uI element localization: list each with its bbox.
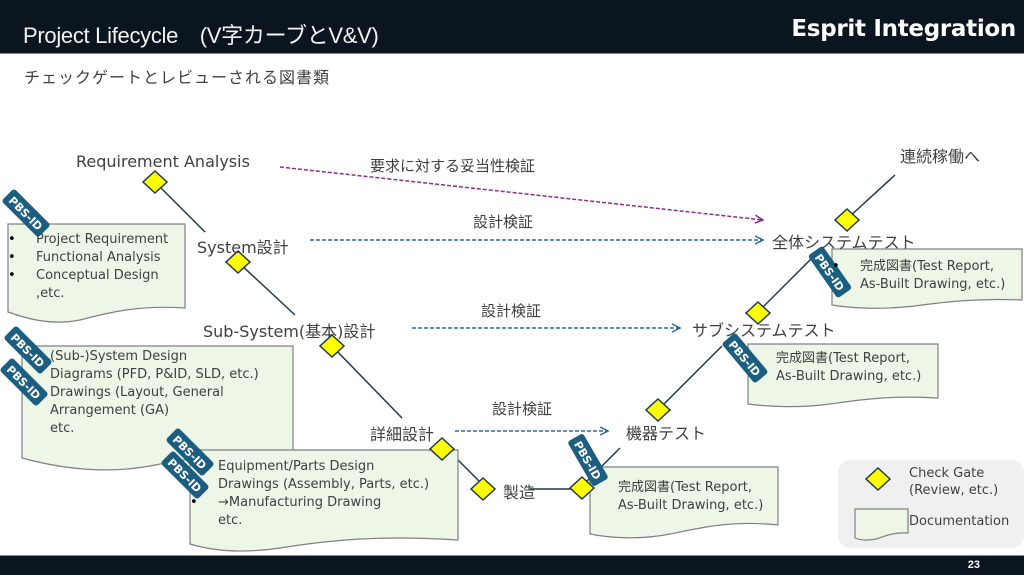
doc-item: As-Built Drawing, etc.) [860, 277, 1006, 292]
stage-manufacturing: 製造 [503, 483, 536, 502]
v-line-subsys-to-system [759, 253, 817, 311]
legend-icons [854, 466, 909, 541]
validation-arrow [279, 166, 763, 220]
brand-logo-text: Esprit Integration [791, 16, 1016, 42]
v-line-system-to-subsystem [237, 261, 296, 316]
page-subtitle: チェックゲートとレビューされる図書類 [24, 68, 331, 87]
v-line-req-to-system [154, 181, 206, 233]
doc-item: 完成図書(Test Report, [776, 351, 911, 366]
stage-subsystem-design: Sub-System(基本)設計 [203, 322, 376, 341]
doc-item: As-Built Drawing, etc.) [618, 498, 764, 513]
legend: Check Gate (Review, etc.) Documentation [838, 460, 1024, 548]
pbs-tag-equipment-test [567, 432, 609, 488]
stage-detailed-design: 詳細設計 [370, 425, 435, 444]
footer-bar: 23 [0, 555, 1024, 575]
doc-requirement-text: Project Requirement Functional Analysis … [8, 231, 168, 303]
doc-item: →Manufacturing Drawing [190, 494, 429, 512]
doc-detailed-design-text: Equipment/Parts Design Drawings (Assembl… [190, 458, 429, 530]
check-gate-subsystem-test [744, 300, 772, 326]
doc-item: Diagrams (PFD, P&ID, SLD, etc.) [50, 367, 259, 382]
doc-item: ,etc. [36, 286, 65, 301]
doc-item: Arrangement (GA) [50, 403, 170, 418]
check-gate-equipment-test [644, 397, 672, 423]
doc-item: Drawings (Assembly, Parts, etc.) [218, 477, 430, 492]
header-bar: Project Lifecycle (V字カーブとV&V) Esprit Int… [0, 0, 1024, 54]
verify-label-subsystem: 設計検証 [481, 302, 542, 320]
doc-item: etc. [218, 513, 243, 528]
doc-item: 完成図書(Test Report, [618, 480, 753, 495]
legend-check-gate-line1: Check Gate [909, 466, 985, 481]
check-gate-subsystem [318, 333, 346, 359]
legend-documentation-label: Documentation [909, 514, 1010, 529]
stage-system-design: System設計 [197, 238, 289, 257]
legend-check-gate-line2: (Review, etc.) [909, 483, 999, 498]
doc-equipment-test-text: 完成図書(Test Report, As-Built Drawing, etc.… [618, 479, 763, 515]
doc-item: Functional Analysis [8, 249, 168, 267]
v-line-system-to-ops [847, 174, 896, 219]
stage-equipment-test: 機器テスト [626, 424, 707, 443]
v-line-equip-to-subsys [662, 345, 723, 406]
check-gate-system [224, 249, 252, 275]
legend-check-gate-label: Check Gate (Review, etc.) [909, 465, 998, 499]
doc-item: Conceptual Design [8, 267, 168, 285]
verify-label-detailed: 設計検証 [492, 400, 553, 418]
verify-label-system: 設計検証 [473, 213, 534, 231]
check-gate-system-test [833, 207, 861, 233]
check-gate-requirement [141, 169, 169, 195]
doc-subsystem-test [747, 343, 939, 408]
doc-system-test-text: 完成図書(Test Report, As-Built Drawing, etc.… [832, 258, 1005, 294]
doc-item: As-Built Drawing, etc.) [776, 369, 922, 384]
doc-item: Project Requirement [8, 231, 168, 249]
stage-requirement-analysis: Requirement Analysis [76, 152, 250, 171]
doc-item: etc. [50, 421, 75, 436]
stage-system-test: 全体システムテスト [772, 233, 916, 252]
doc-system-design-text: (Sub-)System Design Diagrams (PFD, P&ID,… [50, 348, 259, 438]
stage-subsystem-test: サブシステムテスト [692, 321, 836, 340]
doc-equipment-test [589, 466, 779, 539]
check-gate-manufacturing [469, 476, 497, 502]
v-line-subsystem-to-detailed [331, 345, 403, 419]
stage-continuous-operation: 連続稼働へ [900, 147, 981, 166]
check-gate-detailed [428, 436, 456, 462]
page-number: 23 [967, 559, 980, 571]
doc-subsystem-test-text: 完成図書(Test Report, As-Built Drawing, etc.… [776, 350, 921, 386]
doc-item: (Sub-)System Design [50, 349, 188, 364]
page-title: Project Lifecycle (V字カーブとV&V) [23, 23, 379, 48]
doc-item: Equipment/Parts Design [218, 459, 375, 474]
check-gate-icon [864, 466, 892, 492]
documentation-icon [854, 508, 909, 541]
check-gate-equipment-doc [568, 475, 596, 501]
validation-label: 要求に対する妥当性検証 [370, 157, 536, 175]
doc-item: Drawings (Layout, General [50, 385, 224, 400]
doc-item: 完成図書(Test Report, [832, 258, 1005, 276]
